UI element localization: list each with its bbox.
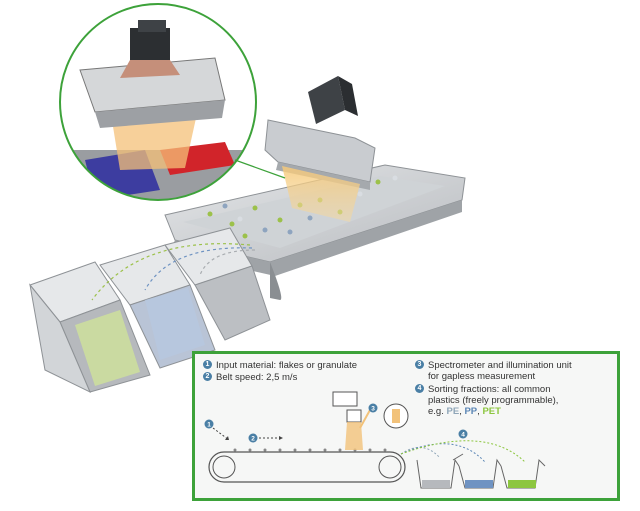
sorting-chutes: [29, 227, 271, 394]
marker-2: 2: [251, 436, 255, 443]
magnified-detail: [59, 3, 286, 201]
trajectory-arcs: [91, 243, 256, 301]
legend-item-3: 3 Spectrometer and illumination unit for …: [415, 360, 572, 382]
legend-item-1: 1 Input material: flakes or granulate: [203, 360, 357, 371]
legend-text-3a: Spectrometer and illumination unit: [428, 360, 572, 371]
marker-3: 3: [371, 406, 375, 413]
legend-sep: ,: [459, 406, 462, 417]
schematic-diagram: 1 2 3 4: [204, 391, 546, 489]
schematic-light-source: [346, 409, 362, 423]
legend-pet: PET: [482, 406, 501, 417]
marker-1: 1: [207, 422, 211, 429]
schematic-roller: [378, 455, 402, 479]
legend-text-1: Input material: flakes or granulate: [216, 360, 357, 371]
legend-text-4c: e.g.: [428, 406, 444, 417]
schematic-beam: [345, 422, 363, 450]
legend-text-3b: for gapless measurement: [428, 371, 536, 382]
legend-sep: ,: [477, 406, 480, 417]
marker-4: 4: [461, 432, 465, 439]
bin-fill-2: [465, 480, 493, 488]
legend-number-2: 2: [203, 372, 212, 381]
legend-text-4b: plastics (freely programmable),: [428, 395, 559, 406]
bin-fill-3: [508, 480, 536, 488]
schematic-spectrometer: [332, 391, 358, 407]
spectrometer-unit: [264, 76, 376, 222]
schematic-flakes: [233, 448, 387, 452]
legend-text-2: Belt speed: 2,5 m/s: [216, 372, 298, 383]
legend-panel: 1 2 3 4 1 Input material: flakes or granu…: [192, 351, 620, 501]
legend-number-3: 3: [415, 360, 424, 369]
legend-text-4a: Sorting fractions: all common: [428, 384, 551, 395]
bin-fill-1: [422, 480, 450, 488]
legend-item-4: 4 Sorting fractions: all common plastics …: [415, 384, 558, 417]
schematic-belt: [208, 451, 406, 483]
legend-number-4: 4: [415, 384, 424, 393]
schematic-roller: [212, 455, 236, 479]
legend-pp: PP: [464, 406, 478, 417]
legend-pe: PE: [446, 406, 460, 417]
legend-item-2: 2 Belt speed: 2,5 m/s: [203, 372, 297, 383]
legend-number-1: 1: [203, 360, 212, 369]
